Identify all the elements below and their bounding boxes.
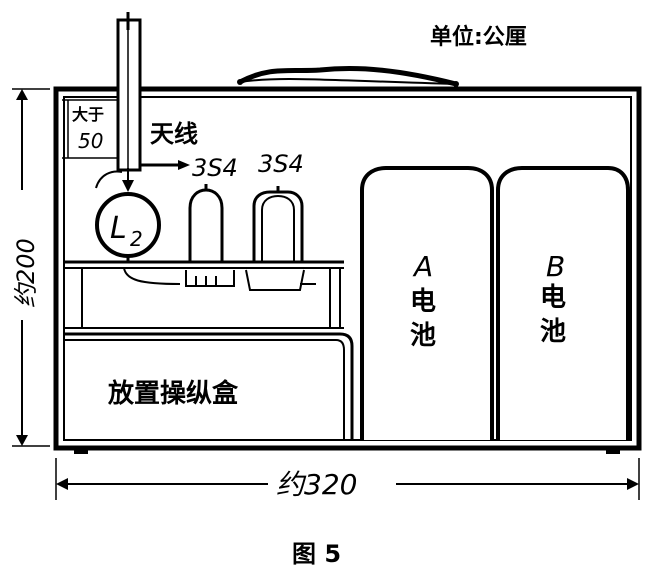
svg-text:2: 2 — [130, 227, 143, 251]
svg-text:B: B — [546, 250, 565, 283]
svg-text:池: 池 — [540, 317, 566, 347]
tube-1-label: 3S4 — [192, 154, 238, 182]
vacuum-tube-2 — [252, 186, 304, 264]
chassis-shelf — [64, 260, 344, 329]
svg-text:电: 电 — [410, 287, 436, 317]
case-outline — [53, 86, 642, 451]
coil-l2: L 2 — [95, 192, 161, 262]
width-dim-label: 约320 — [276, 468, 357, 501]
height-dimension — [12, 88, 50, 447]
unit-label: 单位:公厘 — [430, 24, 527, 50]
battery-a: A 电 池 — [360, 166, 494, 440]
antenna-label: 天线 — [150, 120, 198, 148]
tube-2-label: 3S4 — [258, 150, 304, 178]
control-box-label: 放置操纵盒 — [107, 378, 239, 409]
carry-handle — [238, 66, 457, 87]
width-dimension — [55, 458, 640, 500]
svg-text:L: L — [110, 211, 127, 246]
vacuum-tube-1 — [188, 184, 224, 264]
height-dim-label: 约200 — [12, 238, 40, 308]
antenna-gt-value: 50 — [78, 129, 103, 153]
antenna-gt-label: 大于 — [72, 105, 104, 124]
battery-b: B 电 池 — [496, 166, 630, 440]
svg-text:A: A — [412, 250, 433, 283]
svg-text:电: 电 — [540, 283, 566, 313]
svg-text:池: 池 — [410, 321, 436, 351]
control-box-compartment — [64, 332, 354, 440]
figure-caption: 图 5 — [292, 540, 341, 568]
antenna-rod — [116, 12, 142, 175]
